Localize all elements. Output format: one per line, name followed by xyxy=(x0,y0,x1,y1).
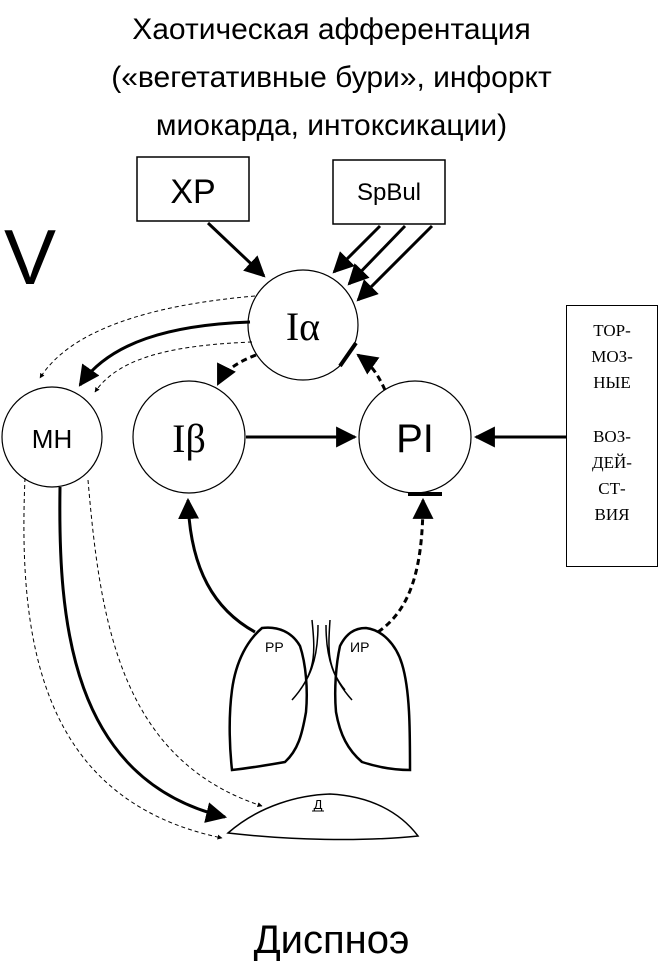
inhibitory-influences-box: ТОР- МОЗ- НЫЕ ВОЗ- ДЕЙ- СТ- ВИЯ xyxy=(566,305,658,567)
xr-box-label: ХР xyxy=(170,173,215,211)
arrow-ia-to-ib-dashed xyxy=(216,353,257,386)
inhibitory-line-5: ДЕЙ- xyxy=(592,453,632,472)
node-ib-label: Iβ xyxy=(172,416,206,461)
spbul-box xyxy=(332,159,446,225)
inhibitory-line-1: ТОР- xyxy=(593,321,631,340)
inhibitory-line-6: СТ- xyxy=(598,479,626,498)
node-ib xyxy=(132,380,246,494)
arrow-spbul-to-ia-1 xyxy=(332,224,382,274)
diaphragm xyxy=(226,793,420,841)
lung-label-ir: ИР xyxy=(350,639,369,655)
arrow-mn-to-diaphragm-dashed-right xyxy=(87,479,263,807)
inhibitory-line-7: ВИЯ xyxy=(594,505,630,524)
inhibitory-line-3: НЫЕ xyxy=(593,373,631,392)
arrow-ia-to-mn-dashed-outer xyxy=(39,295,256,379)
lung-label-rr: РР xyxy=(265,639,284,655)
trachea xyxy=(291,619,353,701)
title-line-3: миокарда, интоксикации) xyxy=(155,109,508,142)
arrow-ia-to-mn-solid xyxy=(78,320,251,387)
diaphragm-label: Д xyxy=(314,797,323,812)
arrow-spbul-to-ia-2 xyxy=(347,224,407,286)
title-line-2: («вегетативные бури», инфоркт xyxy=(111,61,552,94)
arrow-spbul-to-ia-3 xyxy=(356,224,434,302)
lung-left xyxy=(228,626,308,772)
roman-numeral-label: V xyxy=(4,213,57,301)
arrow-rr-to-ib xyxy=(178,497,256,634)
arrow-mn-to-diaphragm-dashed-left xyxy=(23,477,223,840)
lung-right xyxy=(333,626,412,772)
arrow-mn-to-diaphragm-solid xyxy=(58,486,228,823)
node-ia-label: Iα xyxy=(286,304,320,349)
title-line-1: Хаотическая афферентация xyxy=(132,13,531,46)
arrow-ir-to-pi-dashed xyxy=(377,497,434,634)
spbul-box-label: SpBul xyxy=(357,179,421,206)
inhibition-tick-ia xyxy=(338,341,358,368)
node-mn xyxy=(1,386,103,488)
node-mn-label: МН xyxy=(32,424,72,454)
node-ia xyxy=(247,269,359,381)
node-pi-label: PI xyxy=(396,417,434,461)
bottom-title: Диспноэ xyxy=(253,918,410,962)
arrow-xr-to-ia xyxy=(206,221,266,278)
arrow-ia-to-mn-dashed-inner xyxy=(94,341,253,393)
arrow-pi-to-ia-dashed xyxy=(356,353,387,391)
inhibitory-line-2: МОЗ- xyxy=(591,347,633,366)
inhibitory-line-4: ВОЗ- xyxy=(593,427,631,446)
xr-box xyxy=(136,156,250,222)
